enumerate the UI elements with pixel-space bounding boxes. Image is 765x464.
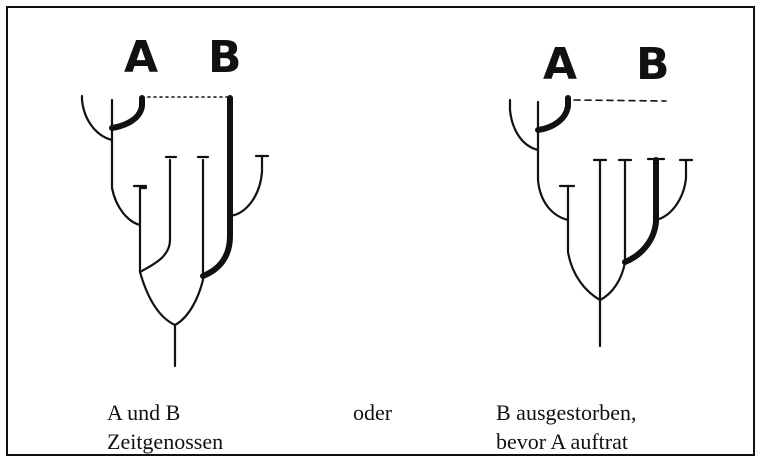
right-branch-main-left bbox=[566, 184, 602, 302]
right-lineage-a bbox=[535, 95, 571, 133]
left-label-a: A bbox=[124, 32, 158, 83]
left-branch-outer bbox=[80, 94, 114, 142]
left-caption-line1: A und B bbox=[107, 400, 181, 425]
left-tips bbox=[132, 154, 270, 188]
right-label-a: A bbox=[543, 39, 577, 90]
right-branch-right-side bbox=[654, 158, 688, 222]
left-label-b: B bbox=[208, 32, 242, 83]
left-branch-main-right bbox=[173, 158, 205, 327]
right-caption-line2: bevor A auftrat bbox=[496, 429, 628, 454]
right-caption: B ausgestorben, bevor A auftrat bbox=[496, 398, 637, 456]
connector-text: oder bbox=[353, 398, 392, 427]
connector-word: oder bbox=[353, 400, 393, 425]
right-gap-dashed bbox=[573, 99, 667, 102]
left-caption: A und B Zeitgenossen bbox=[107, 398, 223, 456]
left-lineage-a bbox=[109, 95, 145, 131]
right-branch-outer bbox=[508, 98, 540, 152]
left-branch-right-side bbox=[228, 154, 264, 218]
left-tree: A B bbox=[80, 32, 270, 368]
right-branch-main-right bbox=[598, 158, 627, 302]
right-caption-line1: B ausgestorben, bbox=[496, 400, 637, 425]
left-branch-a-stem bbox=[110, 98, 142, 227]
right-tree: A B bbox=[508, 39, 694, 348]
right-tips bbox=[558, 157, 694, 188]
figure-frame bbox=[6, 6, 755, 456]
right-branch-a-stem bbox=[536, 100, 570, 222]
right-label-b: B bbox=[636, 39, 670, 90]
right-lineage-b bbox=[622, 157, 659, 265]
left-lineage-b bbox=[200, 95, 233, 279]
left-branch-mid bbox=[138, 158, 172, 274]
left-caption-line2: Zeitgenossen bbox=[107, 429, 224, 454]
